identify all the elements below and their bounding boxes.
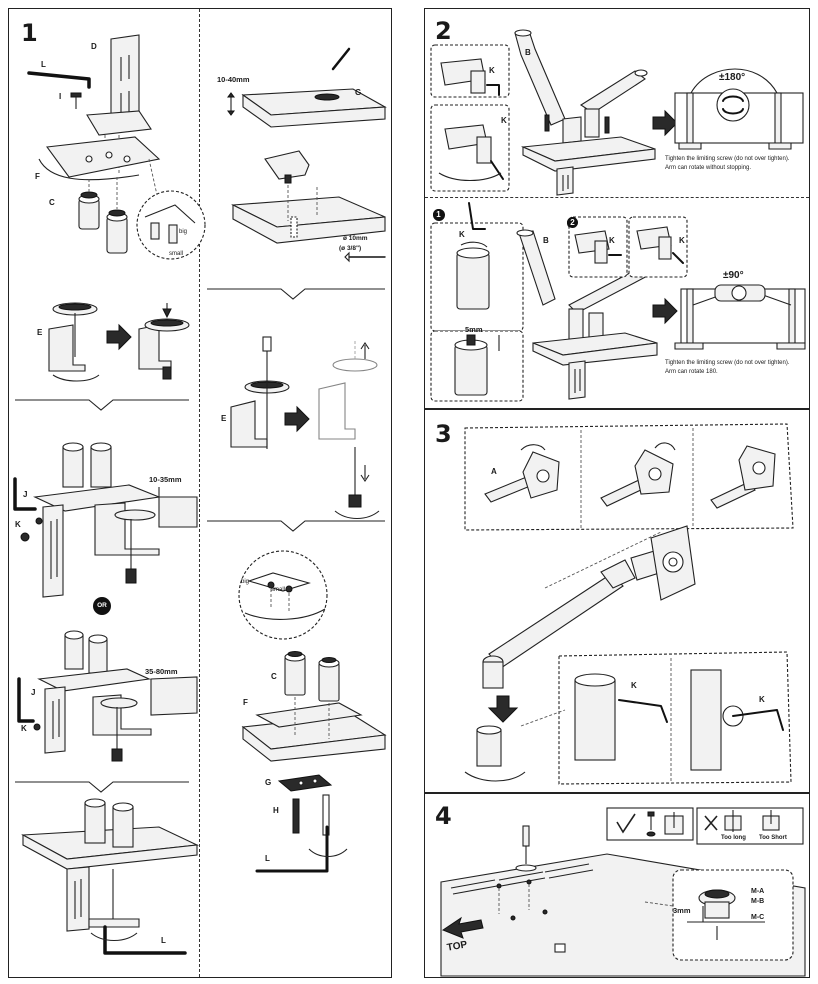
- label-E-2: E: [221, 414, 227, 423]
- step3-number: 3: [435, 420, 452, 448]
- label-L-2: L: [161, 936, 166, 945]
- label-G-1: G: [355, 88, 362, 97]
- desk-thickness: [227, 47, 387, 128]
- step2b-label-K-1: K: [459, 230, 465, 239]
- label-C: C: [49, 198, 55, 207]
- label-F: F: [35, 172, 40, 181]
- step2b-caption-1: Tighten the limiting screw (do not over …: [665, 360, 790, 366]
- step1-number: 1: [21, 19, 38, 47]
- label-small-2: small: [271, 587, 286, 593]
- step4-illustrations: [440, 807, 806, 977]
- bolt-swap: [230, 336, 380, 520]
- screw-m-a: M-A: [751, 888, 765, 895]
- label-H: H: [273, 806, 279, 815]
- step2b-dim: 5mm: [465, 325, 483, 334]
- label-E-1: E: [37, 328, 43, 337]
- step4-panel: 4: [424, 793, 810, 978]
- step2-divider: [425, 197, 809, 198]
- step3-label-K-2: K: [759, 695, 765, 704]
- step3-label-A: A: [491, 467, 497, 476]
- step2a-angle: ±180°: [719, 72, 746, 83]
- step1-divider: [199, 9, 200, 977]
- label-J-2: J: [31, 688, 36, 697]
- step2a-label-K-1: K: [489, 66, 495, 75]
- label-small: small: [169, 251, 184, 257]
- dim-hole-imperial: (ø 3/8"): [339, 245, 362, 252]
- clamp-large-desk: [17, 630, 198, 762]
- step1-panel: 1: [8, 8, 392, 978]
- pole-base-exploded: [27, 34, 206, 260]
- step2b-sub1: 1: [433, 209, 444, 220]
- step3-panel: 3: [424, 409, 810, 793]
- step1-illustrations: [13, 34, 387, 955]
- dim-thickness: 10-40mm: [217, 75, 250, 84]
- screw-detail-zoom: [238, 550, 328, 640]
- step3-illustrations: [464, 423, 794, 785]
- step4-dim: 3mm: [673, 906, 691, 915]
- step2b-sub2: 2: [567, 217, 578, 228]
- too-long-label: Too long: [721, 835, 746, 841]
- label-C-2: C: [271, 672, 277, 681]
- clamp-installed: [21, 798, 199, 955]
- step2a-caption-1: Tighten the limiting screw (do not over …: [665, 156, 790, 162]
- label-big-2: big: [241, 579, 250, 585]
- too-short-label: Too Short: [759, 835, 787, 841]
- step2-panel: 2: [424, 8, 810, 409]
- step2b-label-K-3: K: [679, 236, 685, 245]
- label-K-2: K: [21, 724, 27, 733]
- step2b-caption-2: Arm can rotate 180.: [665, 369, 718, 375]
- dim-hole: ø 10mm: [343, 235, 368, 242]
- step2a-label-K-2: K: [501, 116, 507, 125]
- step2b-label-K-2: K: [609, 236, 615, 245]
- label-big: big: [179, 229, 188, 235]
- step2-number: 2: [435, 17, 452, 45]
- screw-m-b: M-B: [751, 898, 765, 905]
- step4-number: 4: [435, 802, 452, 830]
- label-L-3: L: [265, 854, 270, 863]
- label-J-1: J: [23, 490, 28, 499]
- desk-mount-underside: [241, 651, 387, 873]
- or-badge: OR: [93, 597, 111, 615]
- label-G-2: G: [265, 778, 272, 787]
- label-F-2: F: [243, 698, 248, 707]
- label-D: D: [91, 42, 97, 51]
- step2a-label-B: B: [525, 48, 531, 57]
- step3-label-K-1: K: [631, 681, 637, 690]
- step2b-label-B: B: [543, 236, 549, 245]
- label-L: L: [41, 60, 46, 69]
- step2a-caption-2: Arm can rotate without stopping.: [665, 165, 752, 171]
- dim-clamp-large: 35-80mm: [145, 667, 178, 676]
- dim-clamp-small: 10-35mm: [149, 475, 182, 484]
- desk-drilling: [230, 150, 386, 263]
- step2b-angle: ±90°: [723, 270, 744, 281]
- label-I: I: [59, 92, 62, 101]
- screw-m-c: M-C: [751, 914, 765, 921]
- clamp-base-attach: [48, 302, 190, 382]
- label-K-1: K: [15, 520, 21, 529]
- step2-illustrations: [430, 29, 806, 402]
- clamp-small-desk: [13, 442, 198, 598]
